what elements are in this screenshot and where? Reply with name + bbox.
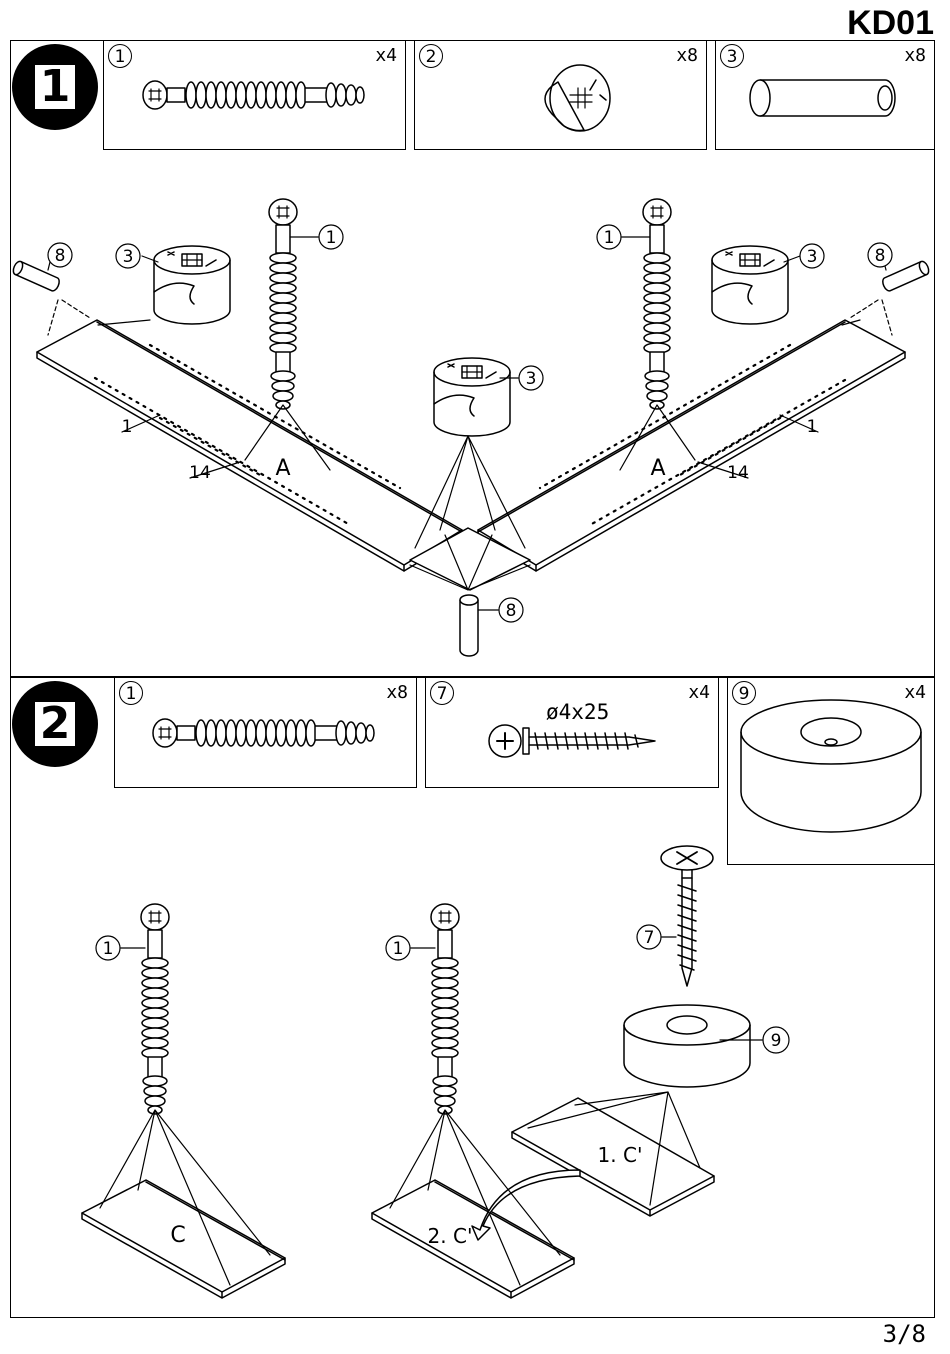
panel-c-prime-2 <box>372 1180 574 1298</box>
callout-cam-left: 3 <box>123 247 134 267</box>
cam-bolt-icon <box>143 81 364 109</box>
panel-label-c: C <box>170 1223 185 1248</box>
callout-bolt-right: 1 <box>604 228 615 248</box>
panel-label-left: A <box>275 456 290 481</box>
hole-label-right: 14 <box>727 463 749 483</box>
callout-dowel-left: 8 <box>55 246 66 266</box>
callout-dowel-right: 8 <box>875 246 886 266</box>
cam-lock-icon <box>154 246 230 324</box>
callout-bolt-center: 1 <box>393 939 404 959</box>
panel-a-left <box>37 320 462 571</box>
screw-icon <box>661 846 713 986</box>
wooden-dowel-icon <box>881 260 931 292</box>
panel-label-c1: 1. C' <box>598 1143 643 1167</box>
callout-cam-right: 3 <box>807 247 818 267</box>
panel-label-right: A <box>650 456 665 481</box>
callout-screw: 7 <box>644 928 655 948</box>
foot-pad-icon <box>741 700 921 832</box>
panel-label-c2: 2. C' <box>428 1224 473 1248</box>
cam-lock-icon <box>545 65 610 131</box>
panel-a-right <box>478 320 905 571</box>
callout-dowel-bottom: 8 <box>506 601 517 621</box>
callout-cam-center: 3 <box>526 369 537 389</box>
callout-bolt-left: 1 <box>103 939 114 959</box>
cam-bolt-icon <box>431 904 459 1114</box>
cam-bolt-icon <box>643 199 671 409</box>
flip-arrow-icon <box>472 1170 580 1240</box>
cam-bolt-icon <box>153 719 374 747</box>
edge-label-left: 1 <box>122 417 133 437</box>
cam-bolt-icon <box>141 904 169 1114</box>
screw-icon <box>489 725 655 757</box>
cam-bolt-icon <box>269 199 297 409</box>
wooden-dowel-icon <box>460 595 478 656</box>
cam-lock-icon <box>434 358 510 436</box>
edge-label-right: 1 <box>807 417 818 437</box>
callout-bolt-left: 1 <box>326 228 337 248</box>
cam-lock-icon <box>712 246 788 324</box>
hole-label-left: 14 <box>189 463 211 483</box>
callout-foot: 9 <box>771 1031 782 1051</box>
wooden-dowel-icon <box>750 80 895 116</box>
foot-pad-icon <box>624 1005 750 1087</box>
